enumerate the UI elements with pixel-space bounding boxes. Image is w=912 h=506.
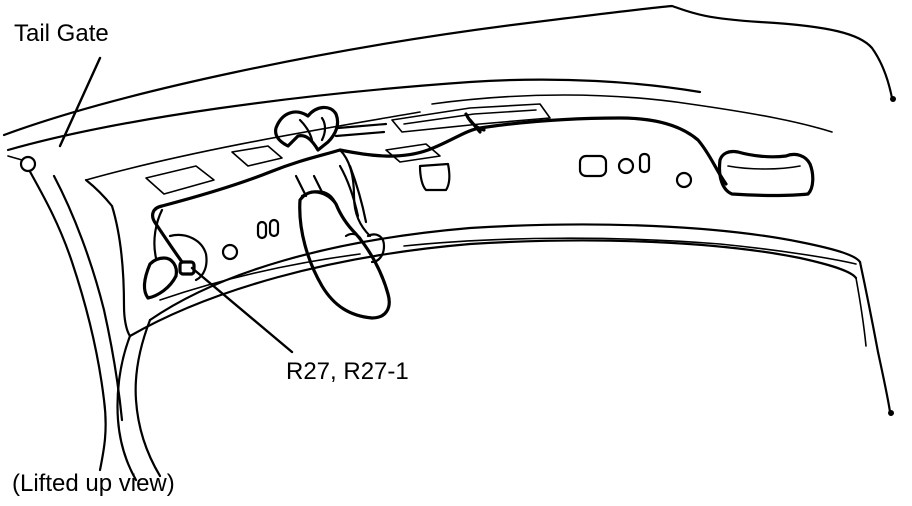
wire-harness-right-clip — [464, 112, 486, 134]
tailgate-hinge-line — [7, 155, 23, 161]
left-pillar-outer — [26, 166, 107, 472]
view-caption: (Lifted up view) — [12, 470, 175, 497]
connector-r27-body — [178, 260, 196, 276]
glass-opening-outer — [148, 223, 862, 322]
right-grommet-inner — [727, 165, 801, 170]
left-grommet-cover — [142, 256, 178, 300]
tailgate-bead-edge — [85, 94, 833, 181]
recess-top-right — [391, 103, 551, 133]
glass-opening-right-side — [858, 260, 892, 414]
tail-gate-leader-line — [58, 56, 102, 148]
glass-opening-right-inner — [855, 277, 867, 347]
connector-label: R27, R27-1 — [286, 358, 409, 385]
tail-gate-label: Tail Gate — [14, 20, 109, 47]
panel-hole-2 — [617, 157, 635, 175]
tailgate-top-edge — [2, 4, 894, 137]
latch-rail — [334, 122, 388, 138]
recess-center-left — [231, 145, 283, 167]
glass-opening-inner — [128, 239, 858, 338]
wire-harness-branch — [338, 148, 372, 238]
connector-leader-line — [190, 266, 294, 354]
right-grommet-box — [717, 149, 815, 198]
recess-left — [145, 165, 215, 195]
left-pillar-middle — [52, 174, 124, 422]
panel-slot-4 — [638, 152, 651, 174]
inner-panel-lower-edge — [159, 237, 857, 301]
tailgate-top-right-point — [890, 96, 896, 102]
connector-block-center — [418, 162, 451, 192]
panel-hole-1 — [221, 243, 239, 261]
lock-actuator-detail — [344, 232, 386, 264]
latch-bracket-detail — [298, 116, 327, 142]
recess-top-right-inner — [403, 109, 537, 125]
left-pillar-inner — [134, 318, 162, 478]
wire-harness-secondary — [153, 208, 164, 260]
glass-opening-right-point — [888, 410, 894, 416]
tailgate-inner-edge — [6, 78, 702, 152]
panel-slot-1 — [256, 220, 268, 240]
panel-slot-3 — [578, 154, 608, 178]
inner-panel-frame — [84, 178, 132, 338]
recess-center — [385, 143, 441, 163]
panel-slot-2 — [268, 218, 280, 238]
latch-bracket — [274, 105, 340, 152]
lock-actuator-top — [294, 174, 338, 206]
panel-hole-3 — [675, 171, 693, 189]
wire-harness-main — [151, 116, 728, 264]
left-pillar-inner2 — [116, 334, 138, 482]
tailgate-hinge-point — [19, 155, 37, 173]
